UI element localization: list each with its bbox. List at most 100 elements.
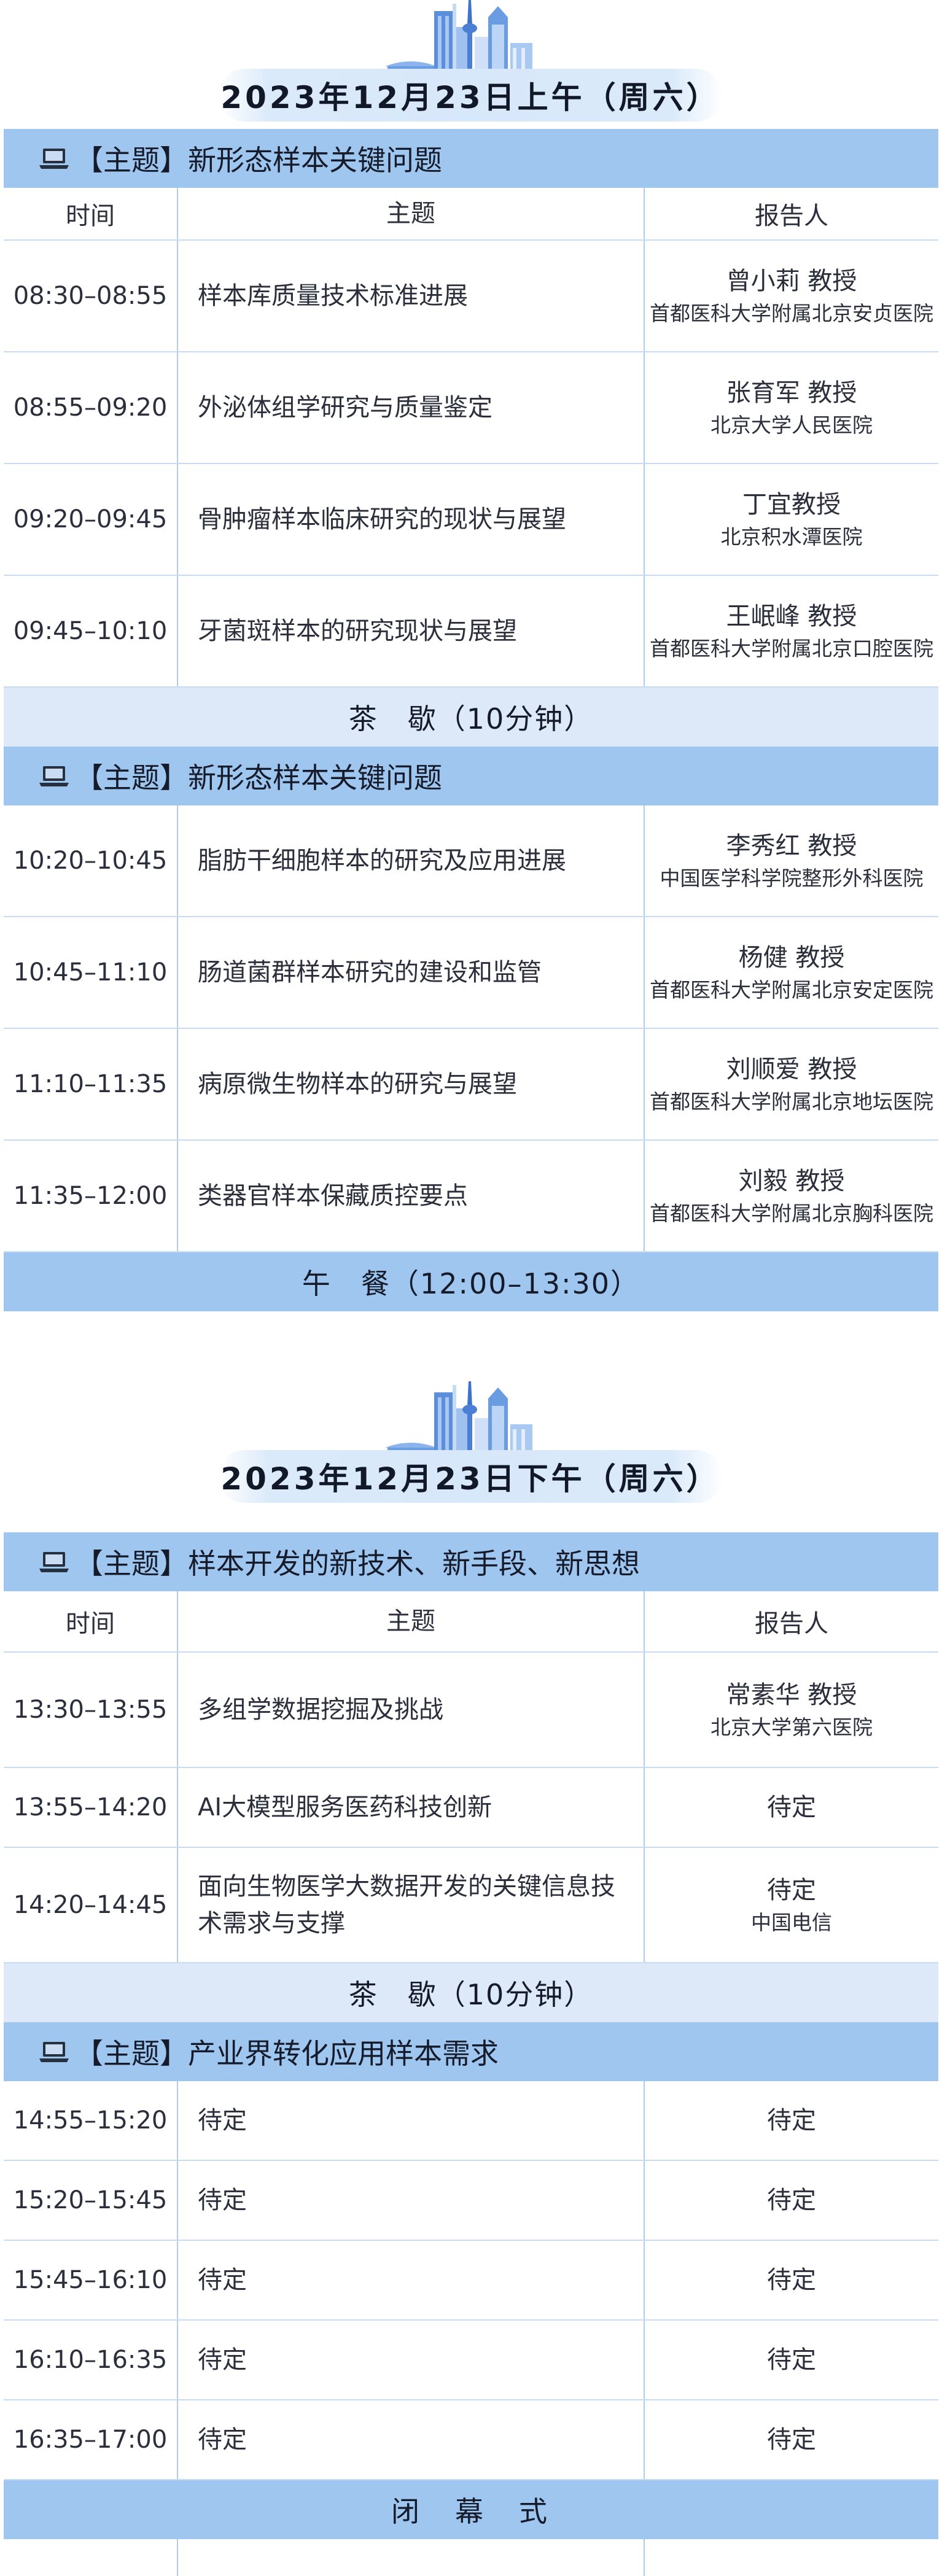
schedule-row: 14:20–14:45 面向生物医学大数据开发的关键信息技术需求与支撑 待定 中…: [4, 1848, 938, 1963]
speaker-name: 刘毅 教授: [738, 1167, 845, 1195]
session-time: 10:20–10:45: [4, 805, 178, 916]
session-time: 11:10–11:35: [4, 1029, 178, 1139]
session-time: 11:35–12:00: [4, 1141, 178, 1251]
speaker-name: 刘顺爱 教授: [726, 1055, 857, 1084]
theme-title: 【主题】新形态样本关键问题: [75, 761, 442, 794]
schedule-row: 14:55–15:20 待定 待定: [4, 2081, 938, 2161]
morning-date-title: 2023年12月23日上午（周六）: [218, 69, 723, 122]
speaker-institution: 中国医学科学院整形外科医院: [660, 866, 924, 890]
tea-break-bar: 茶 歇（10分钟）: [4, 688, 938, 747]
speaker-institution: 首都医科大学附属北京胸科医院: [650, 1201, 933, 1225]
speaker-name: 李秀红 教授: [726, 832, 857, 860]
laptop-icon: [38, 764, 70, 788]
footer-time-cell: [4, 2539, 178, 2576]
session-time: 09:45–10:10: [4, 576, 178, 686]
speaker-name: 待定: [767, 1876, 816, 1904]
column-header-topic: 主题: [178, 1591, 645, 1651]
lunch-break-bar: 午 餐（12:00–13:30）: [4, 1252, 938, 1311]
footer-topic-cell: [178, 2539, 645, 2576]
schedule-row: 10:20–10:45 脂肪干细胞样本的研究及应用进展 李秀红 教授 中国医学科…: [4, 805, 938, 917]
speaker-cell: 待定: [645, 1768, 938, 1847]
session-topic: 病原微生物样本的研究与展望: [178, 1029, 645, 1139]
speaker-name: 待定: [767, 2106, 816, 2135]
session-time: 08:55–09:20: [4, 352, 178, 463]
closing-ceremony-bar: 闭 幕 式: [4, 2480, 938, 2539]
afternoon-day-header: 2023年12月23日下午（周六）: [0, 1381, 942, 1510]
speaker-cell: 常素华 教授 北京大学第六医院: [645, 1653, 938, 1767]
session-time: 16:35–17:00: [4, 2400, 178, 2479]
schedule-row: 13:55–14:20 AI大模型服务医药科技创新 待定: [4, 1768, 938, 1848]
schedule-row: 09:45–10:10 牙菌斑样本的研究现状与展望 王岷峰 教授 首都医科大学附…: [4, 576, 938, 688]
column-header-time: 时间: [4, 188, 178, 239]
session-topic: 肠道菌群样本研究的建设和监管: [178, 917, 645, 1028]
schedule-row: 10:45–11:10 肠道菌群样本研究的建设和监管 杨健 教授 首都医科大学附…: [4, 917, 938, 1029]
session-topic: 样本库质量技术标准进展: [178, 241, 645, 351]
session-topic: 待定: [178, 2400, 645, 2479]
speaker-cell: 张育军 教授 北京大学人民医院: [645, 352, 938, 463]
speaker-institution: 首都医科大学附属北京口腔医院: [650, 637, 933, 661]
column-header-topic: 主题: [178, 188, 645, 239]
speaker-name: 曾小莉 教授: [726, 267, 857, 295]
speaker-cell: 待定: [645, 2241, 938, 2319]
morning-day-header: 2023年12月23日上午（周六）: [0, 0, 942, 129]
speaker-cell: 待定: [645, 2161, 938, 2240]
speaker-cell: 待定 中国电信: [645, 1848, 938, 1962]
session-time: 13:30–13:55: [4, 1653, 178, 1767]
speaker-institution: 北京大学第六医院: [710, 1715, 873, 1739]
column-header-row: 时间 主题 报告人: [4, 1591, 938, 1653]
morning-section: 2023年12月23日上午（周六） 【主题】新形态样本关键问题 时间 主题 报告…: [0, 0, 942, 1311]
session-topic: 类器官样本保藏质控要点: [178, 1141, 645, 1251]
session-topic: 待定: [178, 2081, 645, 2160]
afternoon-date-title: 2023年12月23日下午（周六）: [218, 1450, 723, 1503]
speaker-name: 丁宜教授: [742, 491, 841, 519]
column-header-time: 时间: [4, 1591, 178, 1651]
speaker-cell: 待定: [645, 2081, 938, 2160]
speaker-name: 待定: [767, 2346, 816, 2374]
session-time: 14:20–14:45: [4, 1848, 178, 1962]
schedule-row: 11:35–12:00 类器官样本保藏质控要点 刘毅 教授 首都医科大学附属北京…: [4, 1141, 938, 1252]
session-topic: 脂肪干细胞样本的研究及应用进展: [178, 805, 645, 916]
session-topic: 待定: [178, 2161, 645, 2240]
session-topic: 待定: [178, 2321, 645, 2399]
speaker-name: 杨健 教授: [738, 944, 845, 972]
laptop-icon: [38, 1550, 70, 1574]
speaker-name: 常素华 教授: [726, 1681, 857, 1709]
theme-title: 【主题】样本开发的新技术、新手段、新思想: [75, 1547, 640, 1580]
schedule-row: 13:30–13:55 多组学数据挖掘及挑战 常素华 教授 北京大学第六医院: [4, 1653, 938, 1768]
schedule-row: 16:10–16:35 待定 待定: [4, 2321, 938, 2400]
table-footer-row: [4, 2539, 938, 2576]
column-header-speaker: 报告人: [755, 202, 828, 230]
laptop-icon: [38, 146, 70, 171]
speaker-cell: 待定: [645, 2321, 938, 2399]
theme-title: 【主题】产业界转化应用样本需求: [75, 2037, 499, 2070]
speaker-institution: 北京积水潭医院: [720, 525, 863, 549]
session-time: 13:55–14:20: [4, 1768, 178, 1847]
speaker-cell: 刘顺爱 教授 首都医科大学附属北京地坛医院: [645, 1029, 938, 1139]
session-time: 09:20–09:45: [4, 464, 178, 575]
session-time: 08:30–08:55: [4, 241, 178, 351]
speaker-name: 待定: [767, 2426, 816, 2454]
session-topic: 面向生物医学大数据开发的关键信息技术需求与支撑: [178, 1848, 645, 1962]
schedule-row: 09:20–09:45 骨肿瘤样本临床研究的现状与展望 丁宜教授 北京积水潭医院: [4, 464, 938, 576]
schedule-row: 15:45–16:10 待定 待定: [4, 2241, 938, 2321]
schedule-row: 16:35–17:00 待定 待定: [4, 2400, 938, 2480]
session-topic: 牙菌斑样本的研究现状与展望: [178, 576, 645, 686]
speaker-cell: 待定: [645, 2400, 938, 2479]
speaker-name: 王岷峰 教授: [726, 602, 857, 630]
session-time: 16:10–16:35: [4, 2321, 178, 2399]
speaker-cell: 王岷峰 教授 首都医科大学附属北京口腔医院: [645, 576, 938, 686]
schedule-row: 15:20–15:45 待定 待定: [4, 2161, 938, 2241]
afternoon-schedule-table: 【主题】样本开发的新技术、新手段、新思想 时间 主题 报告人 13:30–13:…: [4, 1532, 938, 2576]
column-header-row: 时间 主题 报告人: [4, 188, 938, 241]
afternoon-theme-bar-2: 【主题】产业界转化应用样本需求: [4, 2022, 938, 2081]
footer-speaker-cell: [645, 2539, 938, 2576]
speaker-cell: 丁宜教授 北京积水潭医院: [645, 464, 938, 575]
speaker-institution: 中国电信: [751, 1911, 832, 1934]
morning-theme-bar-2: 【主题】新形态样本关键问题: [4, 747, 938, 805]
session-topic: AI大模型服务医药科技创新: [178, 1768, 645, 1847]
session-time: 10:45–11:10: [4, 917, 178, 1028]
speaker-name: 待定: [767, 1793, 816, 1821]
session-time: 15:45–16:10: [4, 2241, 178, 2319]
session-topic: 外泌体组学研究与质量鉴定: [178, 352, 645, 463]
